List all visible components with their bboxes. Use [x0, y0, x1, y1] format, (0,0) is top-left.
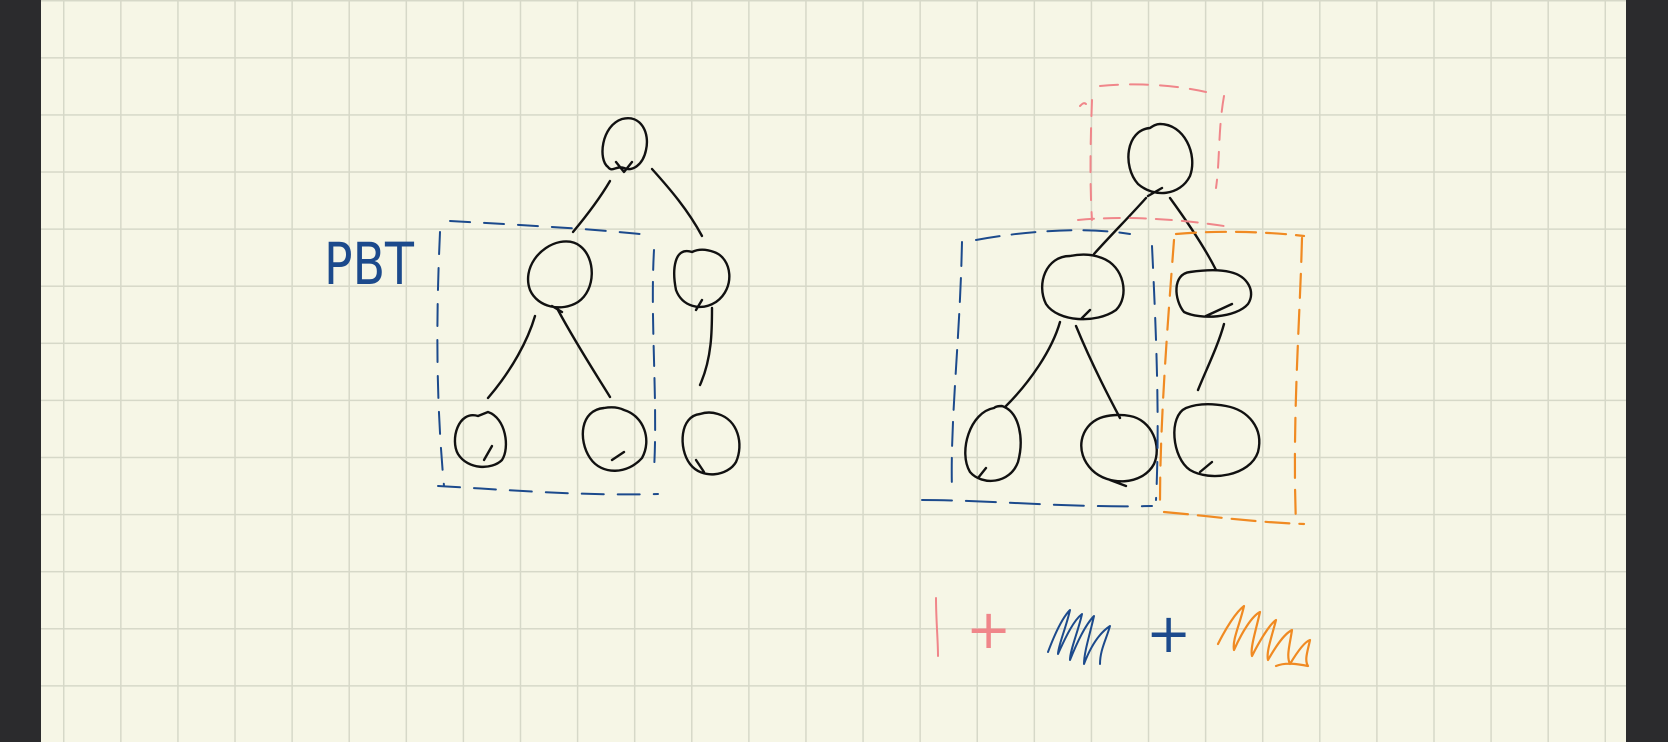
left-edge-root-left	[571, 179, 612, 234]
blue-scribble	[1047, 609, 1111, 665]
right-edge-root-left	[1092, 196, 1148, 256]
left-node-3c	[681, 411, 741, 476]
left-node-3a	[453, 410, 508, 468]
formula-plus-2: +	[1146, 602, 1191, 665]
left-node-3b	[581, 406, 648, 472]
right-node-3a	[964, 404, 1022, 483]
right-subtree-box	[1158, 230, 1306, 526]
right-gutter	[1626, 0, 1668, 742]
left-node-2a	[527, 240, 593, 314]
left-edge-2a-3b	[556, 308, 612, 399]
right-tree	[964, 122, 1261, 488]
right-edge-2a-3b	[1074, 324, 1122, 420]
left-edge-2b-3c	[698, 306, 714, 387]
root-box	[1077, 83, 1225, 227]
right-node-3c	[1173, 403, 1261, 478]
right-node-2a	[1041, 253, 1125, 321]
right-edge-2b-3c	[1196, 322, 1226, 392]
notebook-canvas[interactable]	[41, 0, 1626, 742]
right-node-2b	[1175, 268, 1253, 318]
right-left-subtree-box	[921, 229, 1159, 508]
right-node-3b	[1080, 413, 1158, 488]
pbt-label: PBT	[324, 230, 414, 298]
left-root-node	[601, 117, 649, 174]
left-node-2b	[673, 248, 731, 312]
left-edge-root-right	[650, 167, 704, 238]
formula: + +	[935, 597, 1312, 668]
formula-one	[935, 597, 939, 657]
right-edge-2a-3a	[1004, 320, 1062, 408]
orange-scribble	[1216, 604, 1312, 668]
formula-plus-1: +	[966, 598, 1011, 661]
left-tree	[453, 117, 741, 476]
left-gutter	[0, 0, 41, 742]
left-subtree-box	[436, 220, 659, 496]
right-root-node	[1127, 122, 1194, 198]
left-edge-2a-3a	[486, 314, 537, 400]
